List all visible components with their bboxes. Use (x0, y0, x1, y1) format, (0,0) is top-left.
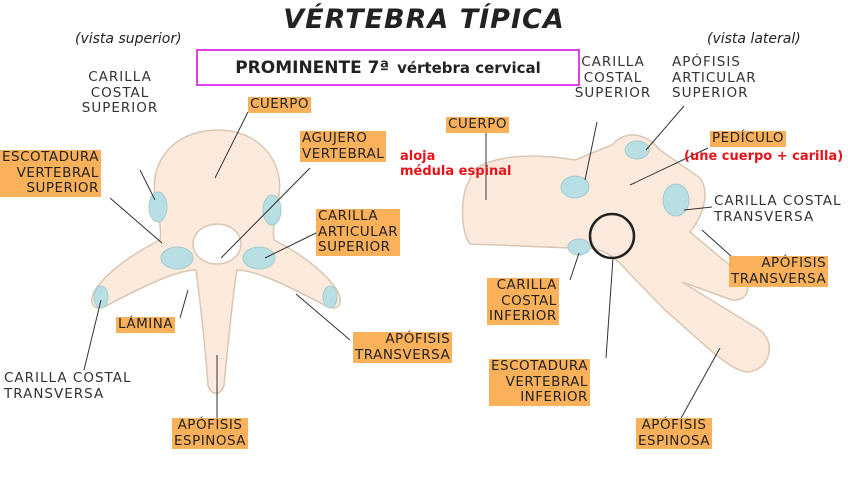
label-cuerpo-lat: CUERPO (446, 116, 509, 133)
label-carilla-costal-inferior: CARILLA COSTAL INFERIOR (487, 277, 559, 325)
superior-articular-right (242, 246, 276, 270)
label-carilla-articular-superior: CARILLA ARTICULAR SUPERIOR (316, 208, 401, 256)
lateral-view-caption: (vista lateral) (707, 31, 801, 47)
lateral-costal-superior-facet (560, 175, 590, 199)
note-aloja-medula: aloja médula espinal (400, 149, 512, 179)
lateral-costal-transverse-facet (662, 183, 690, 217)
prominens-callout: PROMINENTE 7ª vértebra cervical (196, 49, 580, 86)
superior-facet-left (148, 191, 168, 223)
superior-view-caption: (vista superior) (75, 31, 182, 47)
label-escotadura-superior: ESCOTADURA VERTEBRAL SUPERIOR (0, 149, 101, 197)
page-title: VÉRTEBRA TÍPICA (283, 4, 565, 35)
label-apofisis-espinosa-lat: APÓFISIS ESPINOSA (636, 417, 713, 450)
transverse-facet-right (322, 285, 338, 309)
inferior-notch-highlight (588, 212, 636, 260)
lateral-costal-inferior-facet (567, 238, 591, 256)
label-carilla-costal-superior-sup: CARILLA COSTAL SUPERIOR (81, 69, 159, 117)
superior-articular-left (160, 246, 194, 270)
label-carilla-costal-transversa-sup: CARILLA COSTAL TRANSVERSA (4, 370, 132, 402)
label-apofisis-transversa-lat: APÓFISIS TRANSVERSA (729, 255, 829, 288)
note-une-cuerpo-carilla: (une cuerpo + carilla) (684, 149, 844, 164)
label-pediculo: PEDÍCULO (710, 130, 787, 147)
label-cuerpo-sup: CUERPO (248, 96, 311, 113)
label-carilla-costal-transversa-lat: CARILLA COSTAL TRANSVERSA (714, 193, 842, 225)
callout-main: PROMINENTE 7ª (235, 57, 390, 78)
label-escotadura-inferior: ESCOTADURA VERTEBRAL INFERIOR (489, 358, 590, 406)
label-apofisis-transversa-sup: APÓFISIS TRANSVERSA (353, 331, 453, 364)
label-apofisis-articular-superior: APÓFISIS ARTICULAR SUPERIOR (672, 54, 757, 102)
label-agujero-vertebral: AGUJERO VERTEBRAL (300, 130, 387, 163)
label-lamina: LÁMINA (116, 316, 176, 333)
transverse-facet-left (93, 285, 109, 309)
lateral-articular-superior-facet (624, 140, 650, 160)
label-carilla-costal-superior-lat: CARILLA COSTAL SUPERIOR (574, 54, 652, 102)
label-apofisis-espinosa-sup: APÓFISIS ESPINOSA (172, 417, 249, 450)
superior-vertebral-foramen (192, 223, 242, 265)
callout-rest: vértebra cervical (397, 58, 541, 77)
